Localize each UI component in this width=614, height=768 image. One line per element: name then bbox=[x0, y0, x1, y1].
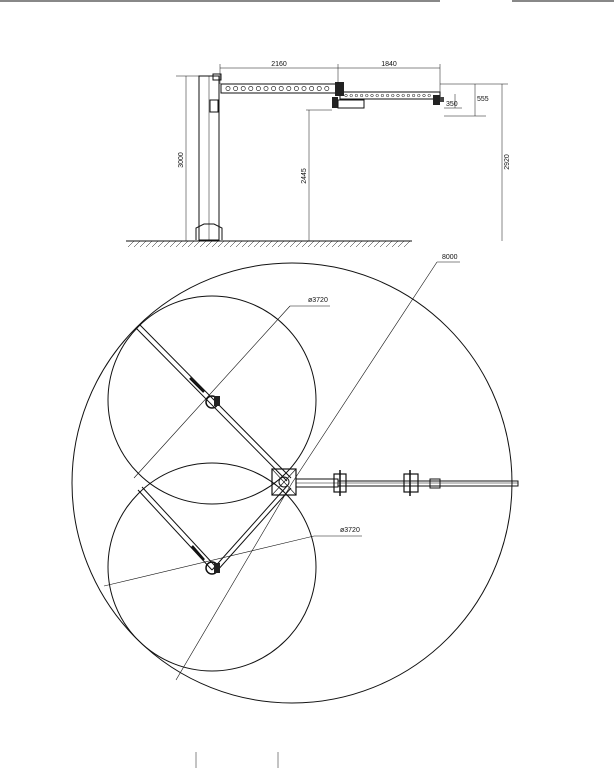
jib-hole bbox=[365, 93, 369, 98]
jib-hole bbox=[417, 93, 421, 98]
dim-upper-circle: ø3720 bbox=[308, 297, 328, 304]
hoist-trolley bbox=[433, 95, 444, 105]
jib-arm-inner bbox=[220, 83, 341, 94]
jib-hole bbox=[324, 86, 330, 91]
jib-hole bbox=[386, 93, 390, 98]
jib-hole bbox=[412, 93, 416, 98]
jib-hole bbox=[422, 93, 426, 98]
jib-hole bbox=[401, 93, 405, 98]
dim-hoist-drop: 350 bbox=[446, 101, 458, 108]
jib-hole bbox=[255, 86, 261, 91]
jib-hole bbox=[271, 86, 276, 91]
jib-hole bbox=[406, 93, 410, 98]
crane-column bbox=[195, 73, 223, 241]
arm-diagonal-upper bbox=[135, 324, 292, 482]
jib-hole bbox=[278, 86, 284, 91]
jib-joint bbox=[332, 82, 365, 109]
arm-horizontal bbox=[295, 470, 519, 496]
lower-slew-circle bbox=[107, 462, 317, 672]
dim-overall-height: 2920 bbox=[504, 154, 511, 170]
jib-hole bbox=[248, 86, 254, 91]
column-base-plate bbox=[271, 468, 297, 496]
jib-hole bbox=[240, 86, 246, 91]
dim-arm-drop: 555 bbox=[477, 96, 489, 103]
ground-line bbox=[126, 240, 412, 248]
jib-hole bbox=[349, 93, 353, 98]
upper-arm-hub bbox=[205, 395, 220, 409]
jib-hole bbox=[301, 86, 307, 91]
dim-outer-radius: 8000 bbox=[442, 254, 458, 261]
jib-hole bbox=[391, 93, 395, 98]
jib-hole bbox=[225, 86, 231, 91]
elevation-dimension-lines bbox=[176, 64, 508, 241]
jib-hole bbox=[427, 93, 431, 98]
dim-jib-length-1: 2160 bbox=[271, 61, 287, 68]
jib-hole bbox=[263, 86, 269, 91]
lower-arm-hub bbox=[205, 561, 220, 575]
jib-hole bbox=[370, 93, 374, 98]
upper-slew-circle bbox=[107, 295, 317, 505]
arm-diagonal-lower bbox=[137, 485, 292, 573]
jib-hole bbox=[309, 86, 314, 91]
jib-hole bbox=[316, 86, 322, 91]
dim-jib-length-2: 1840 bbox=[381, 61, 397, 68]
dim-column-height: 3000 bbox=[178, 152, 185, 168]
plan-view: 8000 ø3720 ø3720 bbox=[71, 254, 519, 704]
dim-lower-circle: ø3720 bbox=[340, 527, 360, 534]
jib-hole bbox=[360, 93, 364, 98]
jib-hole bbox=[233, 86, 238, 91]
dim-hook-height: 2445 bbox=[301, 168, 308, 184]
jib-hole bbox=[375, 93, 379, 98]
jib-hole bbox=[396, 93, 400, 98]
elevation-view: 2160 1840 3000 2445 2920 555 350 bbox=[126, 61, 511, 248]
jib-arm-outer bbox=[339, 91, 441, 100]
jib-hole bbox=[344, 93, 348, 98]
jib-hole bbox=[286, 86, 292, 91]
plan-leader-lines bbox=[103, 261, 460, 681]
jib-hole bbox=[354, 93, 358, 98]
jib-hole bbox=[380, 93, 384, 98]
jib-hole bbox=[293, 86, 299, 91]
